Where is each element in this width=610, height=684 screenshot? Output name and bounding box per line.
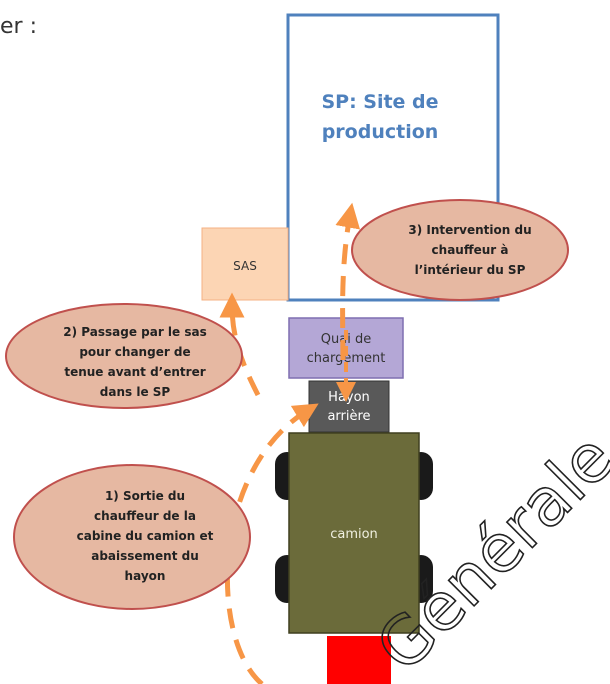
heading-fragment: er : (0, 14, 37, 39)
truck-label: camion (330, 527, 378, 542)
loading-dock-label-line2: chargement (307, 351, 386, 366)
step1-line2: chauffeur de la (94, 509, 196, 523)
step3-line2: chauffeur à (432, 243, 509, 257)
step2-line2: pour changer de (79, 345, 190, 359)
step2-line3: tenue avant d’entrer (64, 365, 205, 379)
step2-bubble (5, 303, 243, 409)
step3-line3: l’intérieur du SP (415, 263, 526, 277)
step3-line1: 3) Intervention du (408, 223, 531, 237)
production-site-label-line2: production (322, 121, 439, 143)
step1-line1: 1) Sortie du (105, 489, 185, 503)
step1-line3: cabine du camion et (77, 529, 214, 543)
step2-line4: dans le SP (100, 385, 171, 399)
tailgate-label-line2: arrière (327, 409, 370, 424)
sas-label: SAS (233, 259, 257, 273)
truck-cabin (327, 636, 391, 684)
step2-line1: 2) Passage par le sas (63, 325, 206, 339)
tailgate-box (308, 380, 390, 433)
step1-line4: abaissement du (91, 549, 199, 563)
step1-bubble (13, 464, 251, 610)
production-site-label-line1: SP: Site de (321, 91, 438, 113)
step1-line5: hayon (125, 569, 166, 583)
sas-box (201, 227, 289, 301)
truck-body (288, 432, 420, 634)
path-arrow-into-site (335, 202, 361, 361)
step3-bubble (351, 199, 569, 301)
tailgate-label-line1: Hayon (328, 390, 370, 405)
